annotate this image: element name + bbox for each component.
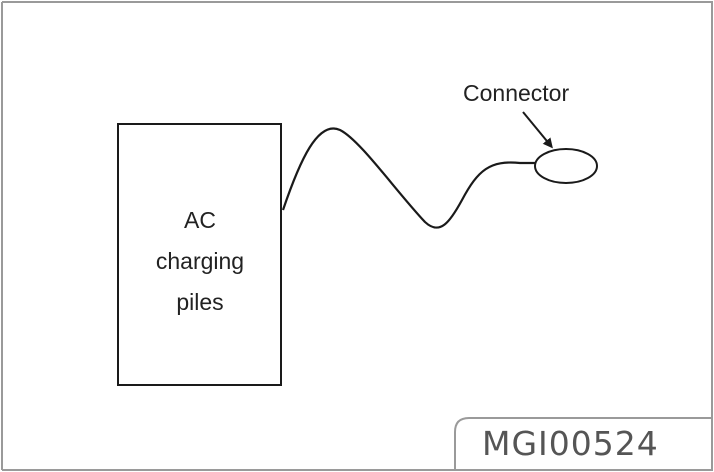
pile-label-line-1: AC	[184, 207, 216, 233]
connector-arrow	[522, 111, 553, 149]
connector-label: Connector	[463, 80, 570, 106]
pile-label-line-3: piles	[176, 289, 224, 315]
connector-ellipse	[534, 148, 598, 184]
charging-cable	[281, 127, 535, 229]
pile-label-line-2: charging	[155, 248, 245, 274]
charging-pile-box	[117, 123, 282, 386]
figure-id: MGI00524	[482, 424, 659, 463]
charging-pile-label: AC charging piles	[120, 200, 280, 323]
